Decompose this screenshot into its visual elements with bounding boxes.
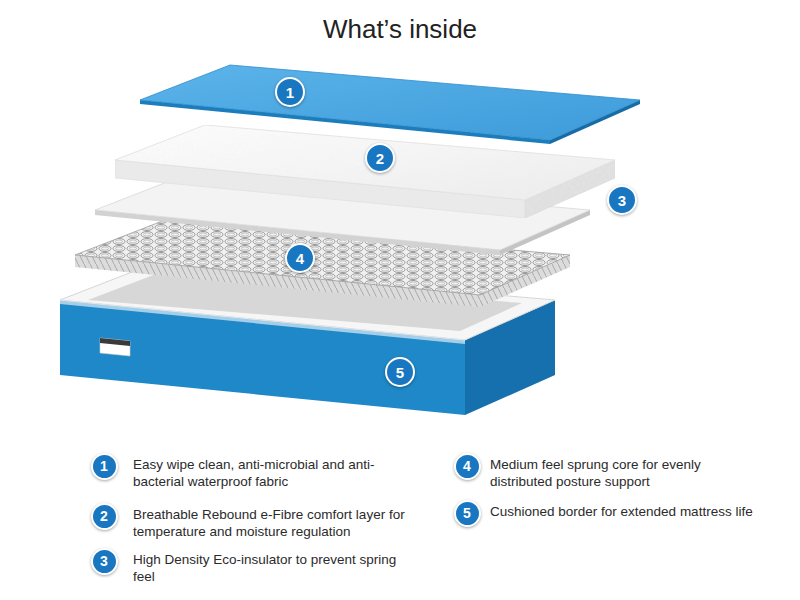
callout-text: 1: [100, 459, 108, 473]
callout-number: 3: [91, 548, 118, 575]
layer-description: High Density Eco-insulator to prevent sp…: [133, 551, 403, 585]
callout-number: 2: [365, 143, 395, 173]
callout-text: 4: [463, 459, 471, 473]
base-edge-highlight: [60, 300, 465, 344]
callout-number: 3: [607, 185, 637, 215]
cover-top: [140, 65, 640, 140]
callout-number: 1: [91, 453, 118, 480]
brand-tag: [100, 338, 130, 356]
callout-text: 2: [100, 509, 108, 523]
callout-number: 2: [91, 503, 118, 530]
callout-text: 5: [396, 365, 404, 380]
callout-text: 3: [618, 193, 626, 208]
callout-number: 4: [285, 243, 315, 273]
callout-text: 5: [463, 506, 471, 520]
callout-number: 5: [385, 357, 415, 387]
layer-description: Medium feel sprung core for evenly distr…: [490, 456, 755, 490]
callout-text: 2: [376, 151, 384, 166]
layer-description: Breathable Rebound e-Fibre comfort layer…: [133, 506, 418, 540]
callout-text: 1: [286, 85, 294, 100]
layer-description: Easy wipe clean, anti-microbial and anti…: [133, 456, 403, 490]
callout-text: 4: [296, 251, 304, 266]
callout-text: 3: [100, 554, 108, 568]
brand-tag-band: [100, 338, 130, 346]
callout-number: 5: [454, 500, 481, 527]
diagram-title: What’s inside: [0, 14, 800, 45]
callout-number: 1: [275, 77, 305, 107]
cover-layer: [140, 65, 640, 144]
layer-description: Cushioned border for extended mattress l…: [490, 503, 755, 520]
callout-number: 4: [454, 453, 481, 480]
